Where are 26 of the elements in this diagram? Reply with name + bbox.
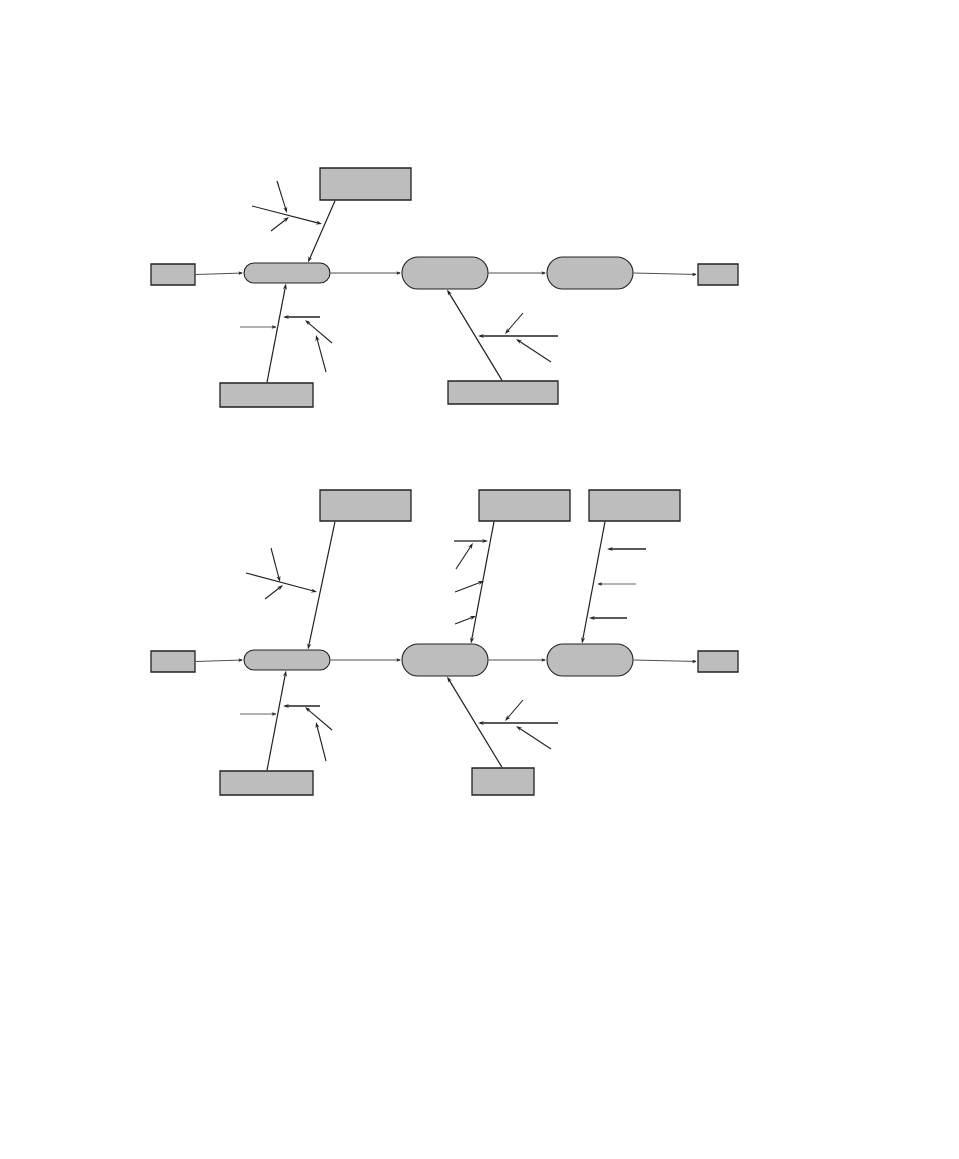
arrow (633, 659, 697, 663)
process-box (697, 263, 739, 286)
process-box (588, 489, 681, 522)
process-box (150, 263, 196, 286)
arrow (195, 271, 243, 275)
process-box (447, 380, 559, 405)
process-box (219, 770, 314, 796)
arrow (330, 658, 401, 662)
process-box (697, 650, 739, 673)
rounded-box (243, 262, 331, 284)
process-box (319, 167, 412, 201)
arrow (633, 272, 697, 276)
rounded-box (401, 256, 489, 290)
process-box (150, 650, 196, 673)
process-box (478, 489, 571, 522)
arrow (195, 658, 243, 662)
rounded-box (546, 643, 634, 677)
rounded-box (401, 643, 489, 677)
arrow (330, 271, 401, 275)
arrow (488, 658, 546, 662)
rounded-box (243, 649, 331, 671)
rounded-box (546, 256, 634, 290)
process-box (471, 767, 535, 796)
arrow (488, 271, 546, 275)
process-box (319, 489, 412, 522)
process-box (219, 382, 314, 408)
